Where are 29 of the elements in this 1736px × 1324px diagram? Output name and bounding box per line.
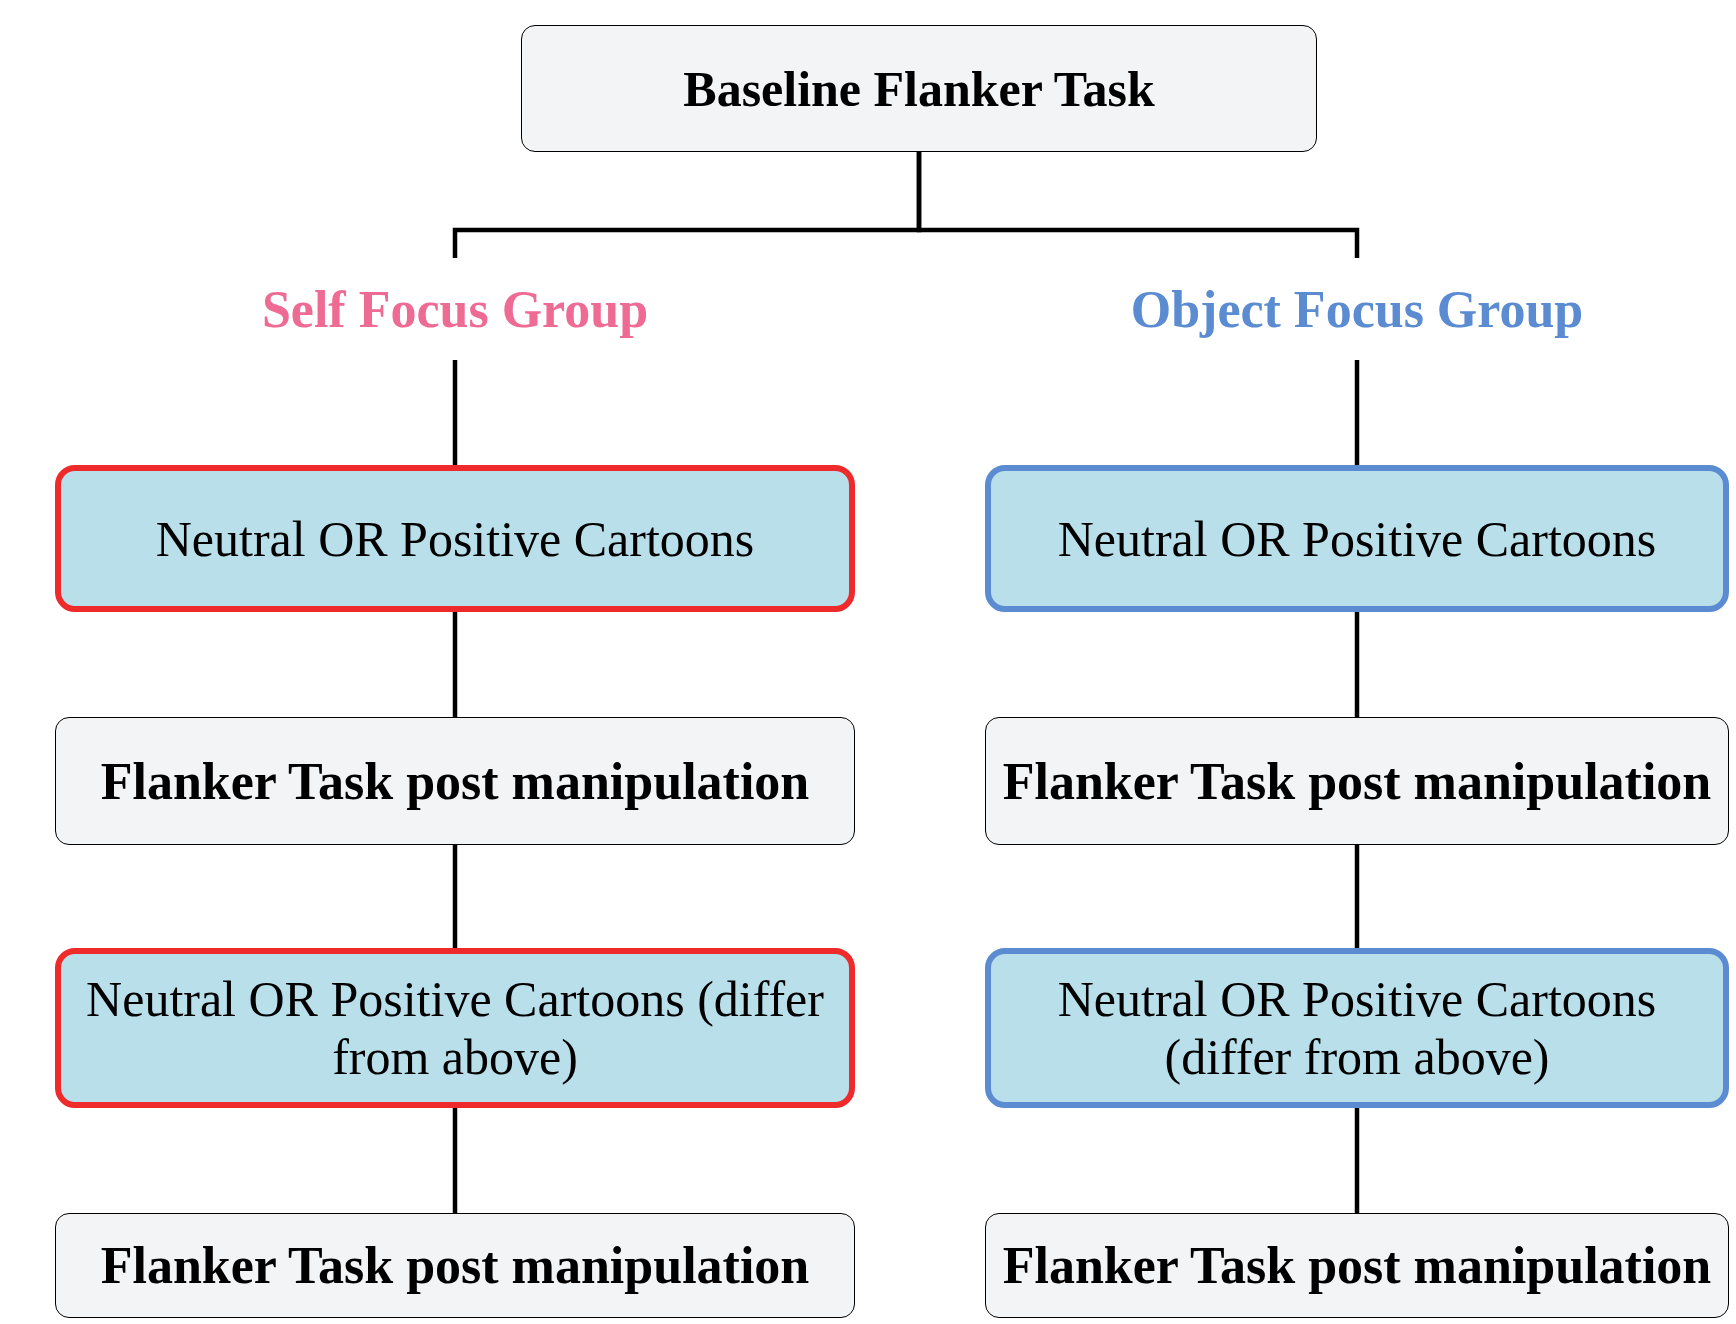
box-text: Flanker Task post manipulation <box>1001 751 1713 811</box>
connector-line <box>1354 845 1360 948</box>
box-text: Neutral OR Positive Cartoons <box>1056 509 1658 568</box>
group-label: Object Focus Group <box>1129 279 1585 339</box>
box-text: Flanker Task post manipulation <box>99 751 811 811</box>
connector-line <box>452 1108 458 1213</box>
task-box <box>55 717 855 845</box>
connector-line <box>452 360 458 465</box>
task-box <box>985 1213 1729 1318</box>
connector-line <box>1354 360 1360 465</box>
condition-box <box>985 948 1729 1108</box>
connector-line <box>1354 612 1360 717</box>
connector-line <box>1354 1108 1360 1213</box>
box-text: Flanker Task post manipulation <box>99 1236 811 1295</box>
connector-line <box>916 152 1360 258</box>
condition-box <box>55 465 855 612</box>
condition-box <box>985 465 1729 612</box>
title-box <box>521 25 1317 152</box>
box-text: Flanker Task post manipulation <box>1001 1236 1713 1295</box>
connector-line <box>452 612 458 717</box>
connector-line <box>452 845 458 948</box>
condition-box <box>55 948 855 1108</box>
group-label: Self Focus Group <box>260 279 650 339</box>
box-text: Neutral OR Positive Cartoons (differ from above) <box>1056 970 1658 1086</box>
task-box <box>985 717 1729 845</box>
box-text: Neutral OR Positive Cartoons (differ from above) <box>85 970 825 1086</box>
box-text: Baseline Flanker Task <box>682 59 1156 118</box>
task-box <box>55 1213 855 1318</box>
box-text: Neutral OR Positive Cartoons <box>154 509 756 568</box>
